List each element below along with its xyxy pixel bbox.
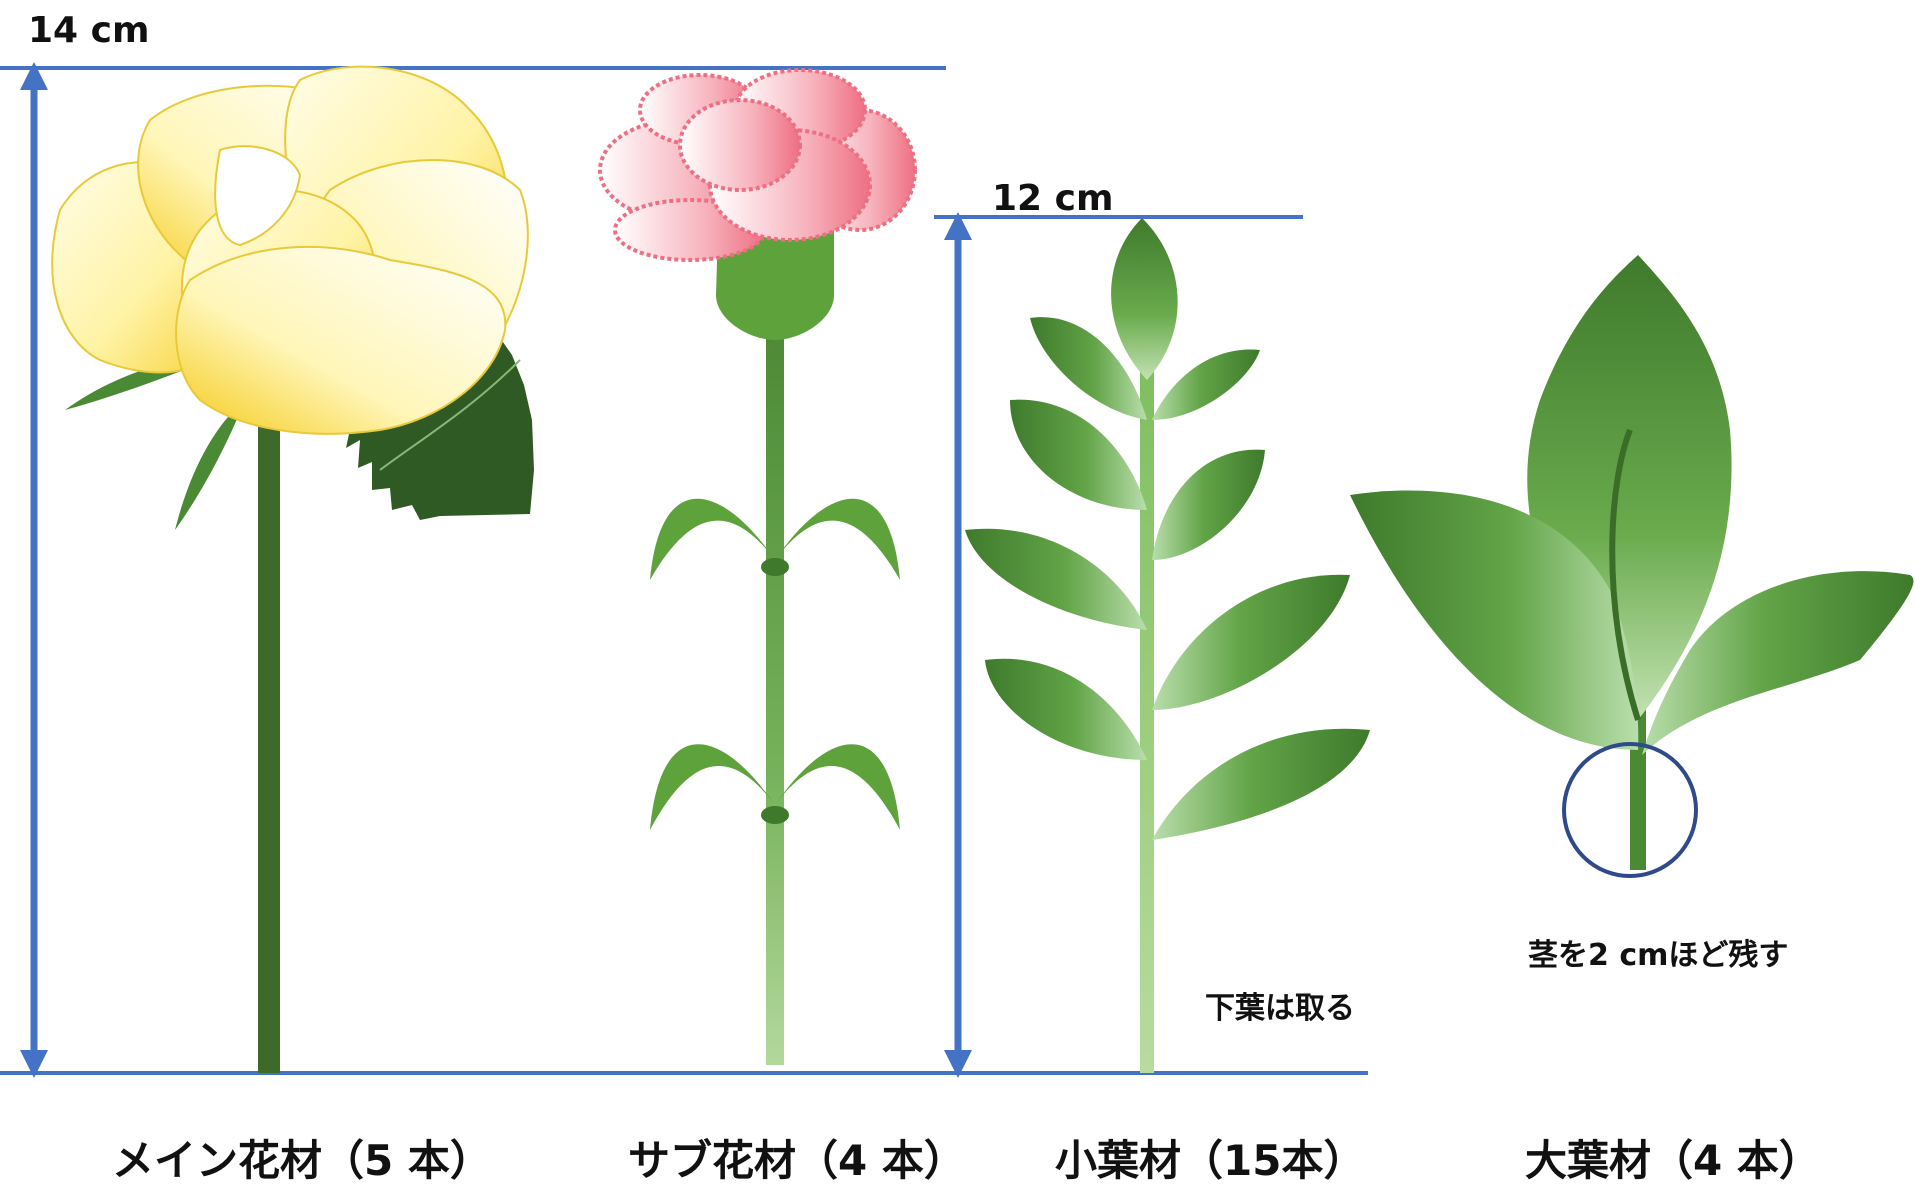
rose-thin-leaf bbox=[175, 400, 245, 530]
carnation-calyx bbox=[716, 230, 834, 340]
caption-sub-flower: サブ花材（4 本） bbox=[628, 1136, 966, 1185]
rose-serrated-leaf bbox=[340, 335, 534, 520]
note-keep-stem: 茎を2 cmほど残す bbox=[1528, 938, 1788, 973]
large-leaf-illustration bbox=[1350, 255, 1914, 878]
carnation-stem bbox=[766, 330, 784, 1065]
note-remove-lower-leaves: 下葉は取る bbox=[1205, 991, 1355, 1026]
small-leaf bbox=[1152, 574, 1350, 710]
small-leaf bbox=[985, 658, 1147, 760]
carnation-leaf bbox=[775, 744, 900, 830]
rose-stem bbox=[258, 420, 280, 1073]
caption-main-flower: メイン花材（5 本） bbox=[112, 1136, 492, 1185]
small-leaf bbox=[1152, 728, 1370, 840]
large-leaf bbox=[1350, 490, 1639, 750]
small-leaf bbox=[1010, 399, 1147, 510]
carnation-leaf bbox=[650, 744, 775, 830]
rose-petal bbox=[175, 245, 507, 435]
carnation-node bbox=[761, 558, 789, 576]
small-leaf bbox=[965, 528, 1147, 630]
caption-small-leaf: 小葉材（15本） bbox=[1055, 1136, 1365, 1185]
small-leaf-illustration bbox=[965, 218, 1370, 1073]
small-leaf bbox=[1030, 317, 1147, 420]
rose-petal bbox=[214, 145, 302, 247]
carnation-illustration bbox=[598, 68, 917, 1065]
dimension-label-12cm: 12 cm bbox=[992, 178, 1113, 219]
dimension-lines bbox=[0, 62, 1368, 1078]
carnation-node bbox=[761, 806, 789, 824]
caption-large-leaf: 大葉材（4 本） bbox=[1525, 1136, 1821, 1185]
small-leaf bbox=[1111, 218, 1178, 380]
carnation-leaf bbox=[650, 498, 775, 580]
stem-marker-circle bbox=[1562, 742, 1698, 878]
large-leaf bbox=[1642, 571, 1914, 755]
carnation-petals bbox=[598, 68, 917, 262]
small-leaf bbox=[1152, 349, 1260, 420]
dimension-label-14cm: 14 cm bbox=[28, 10, 149, 51]
small-leaf-stem bbox=[1140, 370, 1154, 1073]
small-leaf bbox=[1152, 449, 1265, 560]
rose-illustration bbox=[51, 65, 534, 1073]
carnation-leaf bbox=[775, 498, 900, 580]
